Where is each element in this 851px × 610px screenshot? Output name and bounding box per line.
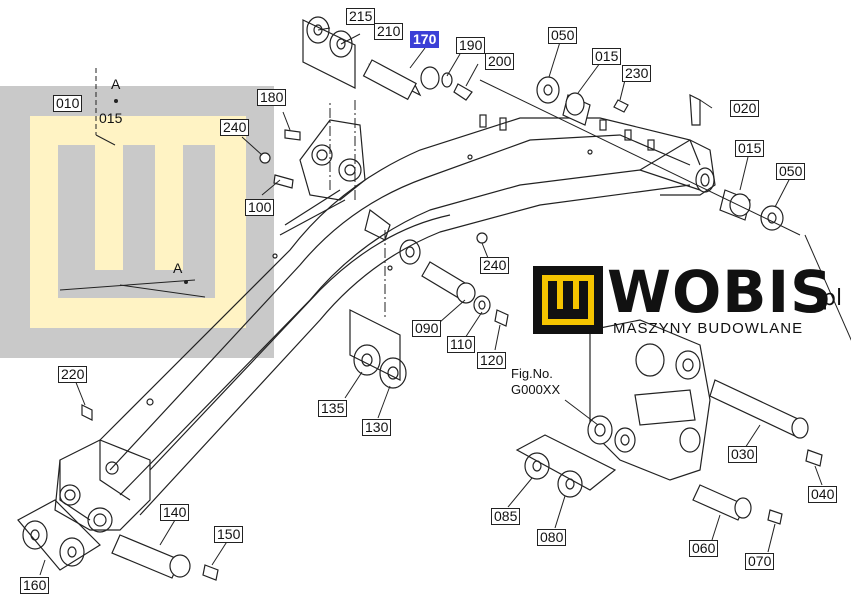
part-label-210[interactable]: 210 (374, 23, 404, 40)
part-label-030[interactable]: 030 (728, 446, 758, 463)
part-label-190[interactable]: 190 (456, 37, 486, 54)
detail-marker-a-boom: A (173, 260, 183, 276)
part-label-170-selected[interactable]: 170 (410, 31, 440, 48)
detail-marker-a: A (111, 76, 121, 92)
detail-a-dots (114, 99, 188, 284)
part-label-050-upper[interactable]: 050 (548, 27, 578, 44)
brand-suffix: .pl (815, 286, 843, 311)
boom-outline (54, 114, 716, 533)
pins-and-washers (17, 16, 823, 581)
part-label-100[interactable]: 100 (245, 199, 275, 216)
part-label-215[interactable]: 215 (346, 8, 376, 25)
part-label-135[interactable]: 135 (318, 400, 348, 417)
part-label-015-right[interactable]: 015 (735, 140, 765, 157)
wobis-brand-logo: WOBIS .pl MASZYNY BUDOWLANE (533, 258, 851, 346)
fig-no-label: Fig.No. (511, 366, 553, 381)
wobis-w-glyph (548, 281, 588, 319)
part-label-120[interactable]: 120 (477, 352, 507, 369)
brand-name: WOBIS (607, 258, 833, 326)
part-label-020[interactable]: 020 (730, 100, 760, 117)
part-label-085[interactable]: 085 (491, 508, 521, 525)
part-label-080[interactable]: 080 (537, 529, 567, 546)
part-label-010[interactable]: 010 (53, 95, 83, 112)
part-label-240-upper[interactable]: 240 (220, 119, 250, 136)
leader-lines (39, 27, 851, 576)
part-label-150[interactable]: 150 (214, 526, 244, 543)
part-label-090[interactable]: 090 (412, 320, 442, 337)
part-label-110[interactable]: 110 (447, 336, 476, 353)
detail-sub-label: 015 (99, 110, 123, 126)
part-label-180[interactable]: 180 (257, 89, 287, 106)
fig-no-value: G000XX (511, 382, 561, 397)
part-label-015-upper[interactable]: 015 (592, 48, 622, 65)
part-label-070[interactable]: 070 (745, 553, 775, 570)
part-label-200[interactable]: 200 (485, 53, 515, 70)
part-label-160[interactable]: 160 (20, 577, 50, 594)
part-label-040[interactable]: 040 (808, 486, 838, 503)
part-label-230[interactable]: 230 (622, 65, 652, 82)
part-label-130[interactable]: 130 (362, 419, 392, 436)
part-label-220[interactable]: 220 (58, 366, 88, 383)
brand-tagline: MASZYNY BUDOWLANE (613, 320, 804, 337)
part-label-050-right[interactable]: 050 (776, 163, 806, 180)
part-label-140[interactable]: 140 (160, 504, 190, 521)
part-label-240-mid[interactable]: 240 (480, 257, 510, 274)
part-label-060[interactable]: 060 (689, 540, 719, 557)
wobis-logo-icon (533, 266, 603, 334)
